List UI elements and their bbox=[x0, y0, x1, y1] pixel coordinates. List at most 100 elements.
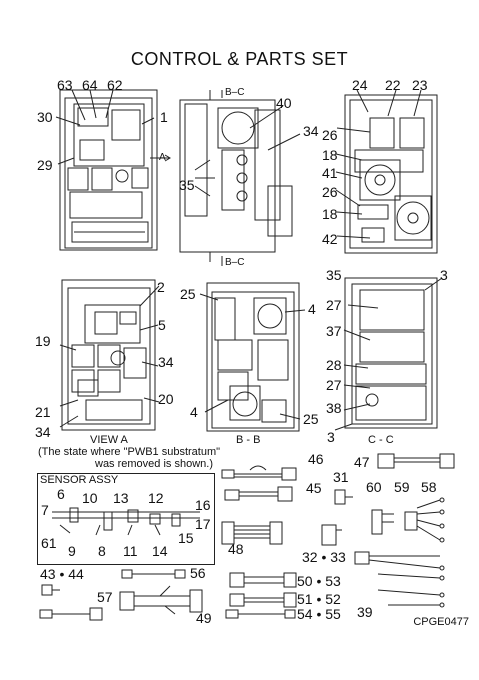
part-42: 42 bbox=[322, 231, 338, 247]
sensor-part-6: 6 bbox=[57, 486, 65, 502]
part-57: 57 bbox=[97, 589, 113, 605]
wire-harness-54-55 bbox=[226, 610, 295, 618]
section-bb-caption: B - B bbox=[236, 434, 261, 446]
part-62: 62 bbox=[107, 77, 123, 93]
part-26-mid: 26 bbox=[322, 184, 338, 200]
component-31 bbox=[335, 490, 353, 504]
part-32-33: 32 • 33 bbox=[302, 549, 346, 565]
part-48: 48 bbox=[228, 541, 244, 557]
sensor-part-11: 11 bbox=[123, 543, 138, 559]
part-63: 63 bbox=[57, 77, 73, 93]
wire-harness-48 bbox=[222, 522, 282, 544]
sensor-part-14: 14 bbox=[152, 543, 168, 559]
section-cc-panel bbox=[345, 278, 437, 428]
wire-harness-46 bbox=[222, 466, 296, 480]
sensor-part-12: 12 bbox=[148, 490, 164, 506]
part-28: 28 bbox=[326, 357, 342, 373]
wire-harness-57 bbox=[40, 608, 102, 620]
sensor-assy-box bbox=[37, 473, 215, 565]
part-34-mid: 34 bbox=[158, 354, 174, 370]
sensor-part-10: 10 bbox=[82, 490, 98, 506]
part-19: 19 bbox=[35, 333, 51, 349]
part-38: 38 bbox=[326, 400, 342, 416]
drawing-code: CPGE0477 bbox=[413, 616, 469, 628]
view-a-panel bbox=[62, 280, 155, 430]
wire-harness-49 bbox=[120, 586, 202, 614]
wire-harness-45 bbox=[225, 487, 292, 501]
part-58: 58 bbox=[421, 479, 437, 495]
wire-harness-51-52 bbox=[230, 593, 296, 607]
section-b-bottom-label: B–C bbox=[225, 257, 245, 268]
part-25-bottom: 25 bbox=[303, 411, 319, 427]
part-21: 21 bbox=[35, 404, 51, 420]
part-37: 37 bbox=[326, 323, 342, 339]
control-box-side-view bbox=[150, 90, 292, 266]
part-27-top: 27 bbox=[326, 297, 342, 313]
part-5: 5 bbox=[158, 317, 166, 333]
part-3-top: 3 bbox=[440, 267, 448, 283]
part-1: 1 bbox=[160, 109, 168, 125]
part-24: 24 bbox=[352, 77, 368, 93]
section-b-top-label: B–C bbox=[225, 87, 245, 98]
part-34-bottom: 34 bbox=[35, 424, 51, 440]
part-34-top: 34 bbox=[303, 123, 319, 139]
sensor-part-17: 17 bbox=[195, 516, 211, 532]
sensor-assy-title: SENSOR ASSY bbox=[40, 474, 119, 486]
part-35-right: 35 bbox=[326, 267, 342, 283]
part-35-top: 35 bbox=[179, 177, 195, 193]
wire-harness-50-53 bbox=[230, 573, 296, 587]
part-54-55: 54 • 55 bbox=[297, 606, 341, 622]
wire-harness-56 bbox=[122, 570, 185, 578]
view-a-note-line2: was removed is shown.) bbox=[95, 458, 213, 470]
part-30: 30 bbox=[37, 109, 53, 125]
part-50-53: 50 • 53 bbox=[297, 573, 341, 589]
part-60: 60 bbox=[366, 479, 382, 495]
part-2: 2 bbox=[157, 279, 165, 295]
wire-harness-58 bbox=[405, 498, 444, 542]
section-bb-panel bbox=[207, 283, 299, 431]
part-3-bottom: 3 bbox=[327, 429, 335, 445]
wire-harness-43-44 bbox=[42, 585, 60, 595]
part-18-top: 18 bbox=[322, 147, 338, 163]
part-4-right: 4 bbox=[308, 301, 316, 317]
part-43-44: 43 • 44 bbox=[40, 566, 84, 582]
wire-harness-60 bbox=[372, 510, 394, 534]
part-41: 41 bbox=[322, 165, 338, 181]
view-a-arrow-label: A bbox=[159, 152, 166, 163]
leader-lines bbox=[56, 90, 442, 430]
sensor-part-16: 16 bbox=[195, 497, 211, 513]
part-56: 56 bbox=[190, 565, 206, 581]
section-cc-caption: C - C bbox=[368, 434, 394, 446]
part-49: 49 bbox=[196, 610, 212, 626]
wire-harness-39 bbox=[355, 552, 444, 607]
sensor-part-7: 7 bbox=[41, 502, 49, 518]
part-18-mid: 18 bbox=[322, 206, 338, 222]
part-59: 59 bbox=[394, 479, 410, 495]
sensor-part-8: 8 bbox=[98, 543, 106, 559]
sensor-part-15: 15 bbox=[178, 530, 194, 546]
sensor-part-13: 13 bbox=[113, 490, 129, 506]
part-20: 20 bbox=[158, 391, 174, 407]
part-40: 40 bbox=[276, 95, 292, 111]
sensor-part-9: 9 bbox=[68, 543, 76, 559]
part-46: 46 bbox=[308, 451, 324, 467]
part-4-left: 4 bbox=[190, 404, 198, 420]
part-47: 47 bbox=[354, 454, 370, 470]
control-box-front-view bbox=[60, 90, 157, 250]
part-29: 29 bbox=[37, 157, 53, 173]
component-32-33 bbox=[322, 525, 342, 545]
view-a-caption: VIEW A bbox=[90, 434, 128, 446]
part-39: 39 bbox=[357, 604, 373, 620]
part-22: 22 bbox=[385, 77, 401, 93]
part-31: 31 bbox=[333, 469, 349, 485]
page-title: CONTROL & PARTS SET bbox=[130, 49, 349, 69]
part-25-top: 25 bbox=[180, 286, 196, 302]
part-26-top: 26 bbox=[322, 127, 338, 143]
part-27-bottom: 27 bbox=[326, 377, 342, 393]
view-a-note-line1: (The state where "PWB1 substratum" bbox=[38, 446, 221, 458]
control-box-rear-view bbox=[345, 95, 437, 253]
part-45: 45 bbox=[306, 480, 322, 496]
part-64: 64 bbox=[82, 77, 98, 93]
sensor-assy-wires bbox=[52, 508, 200, 535]
